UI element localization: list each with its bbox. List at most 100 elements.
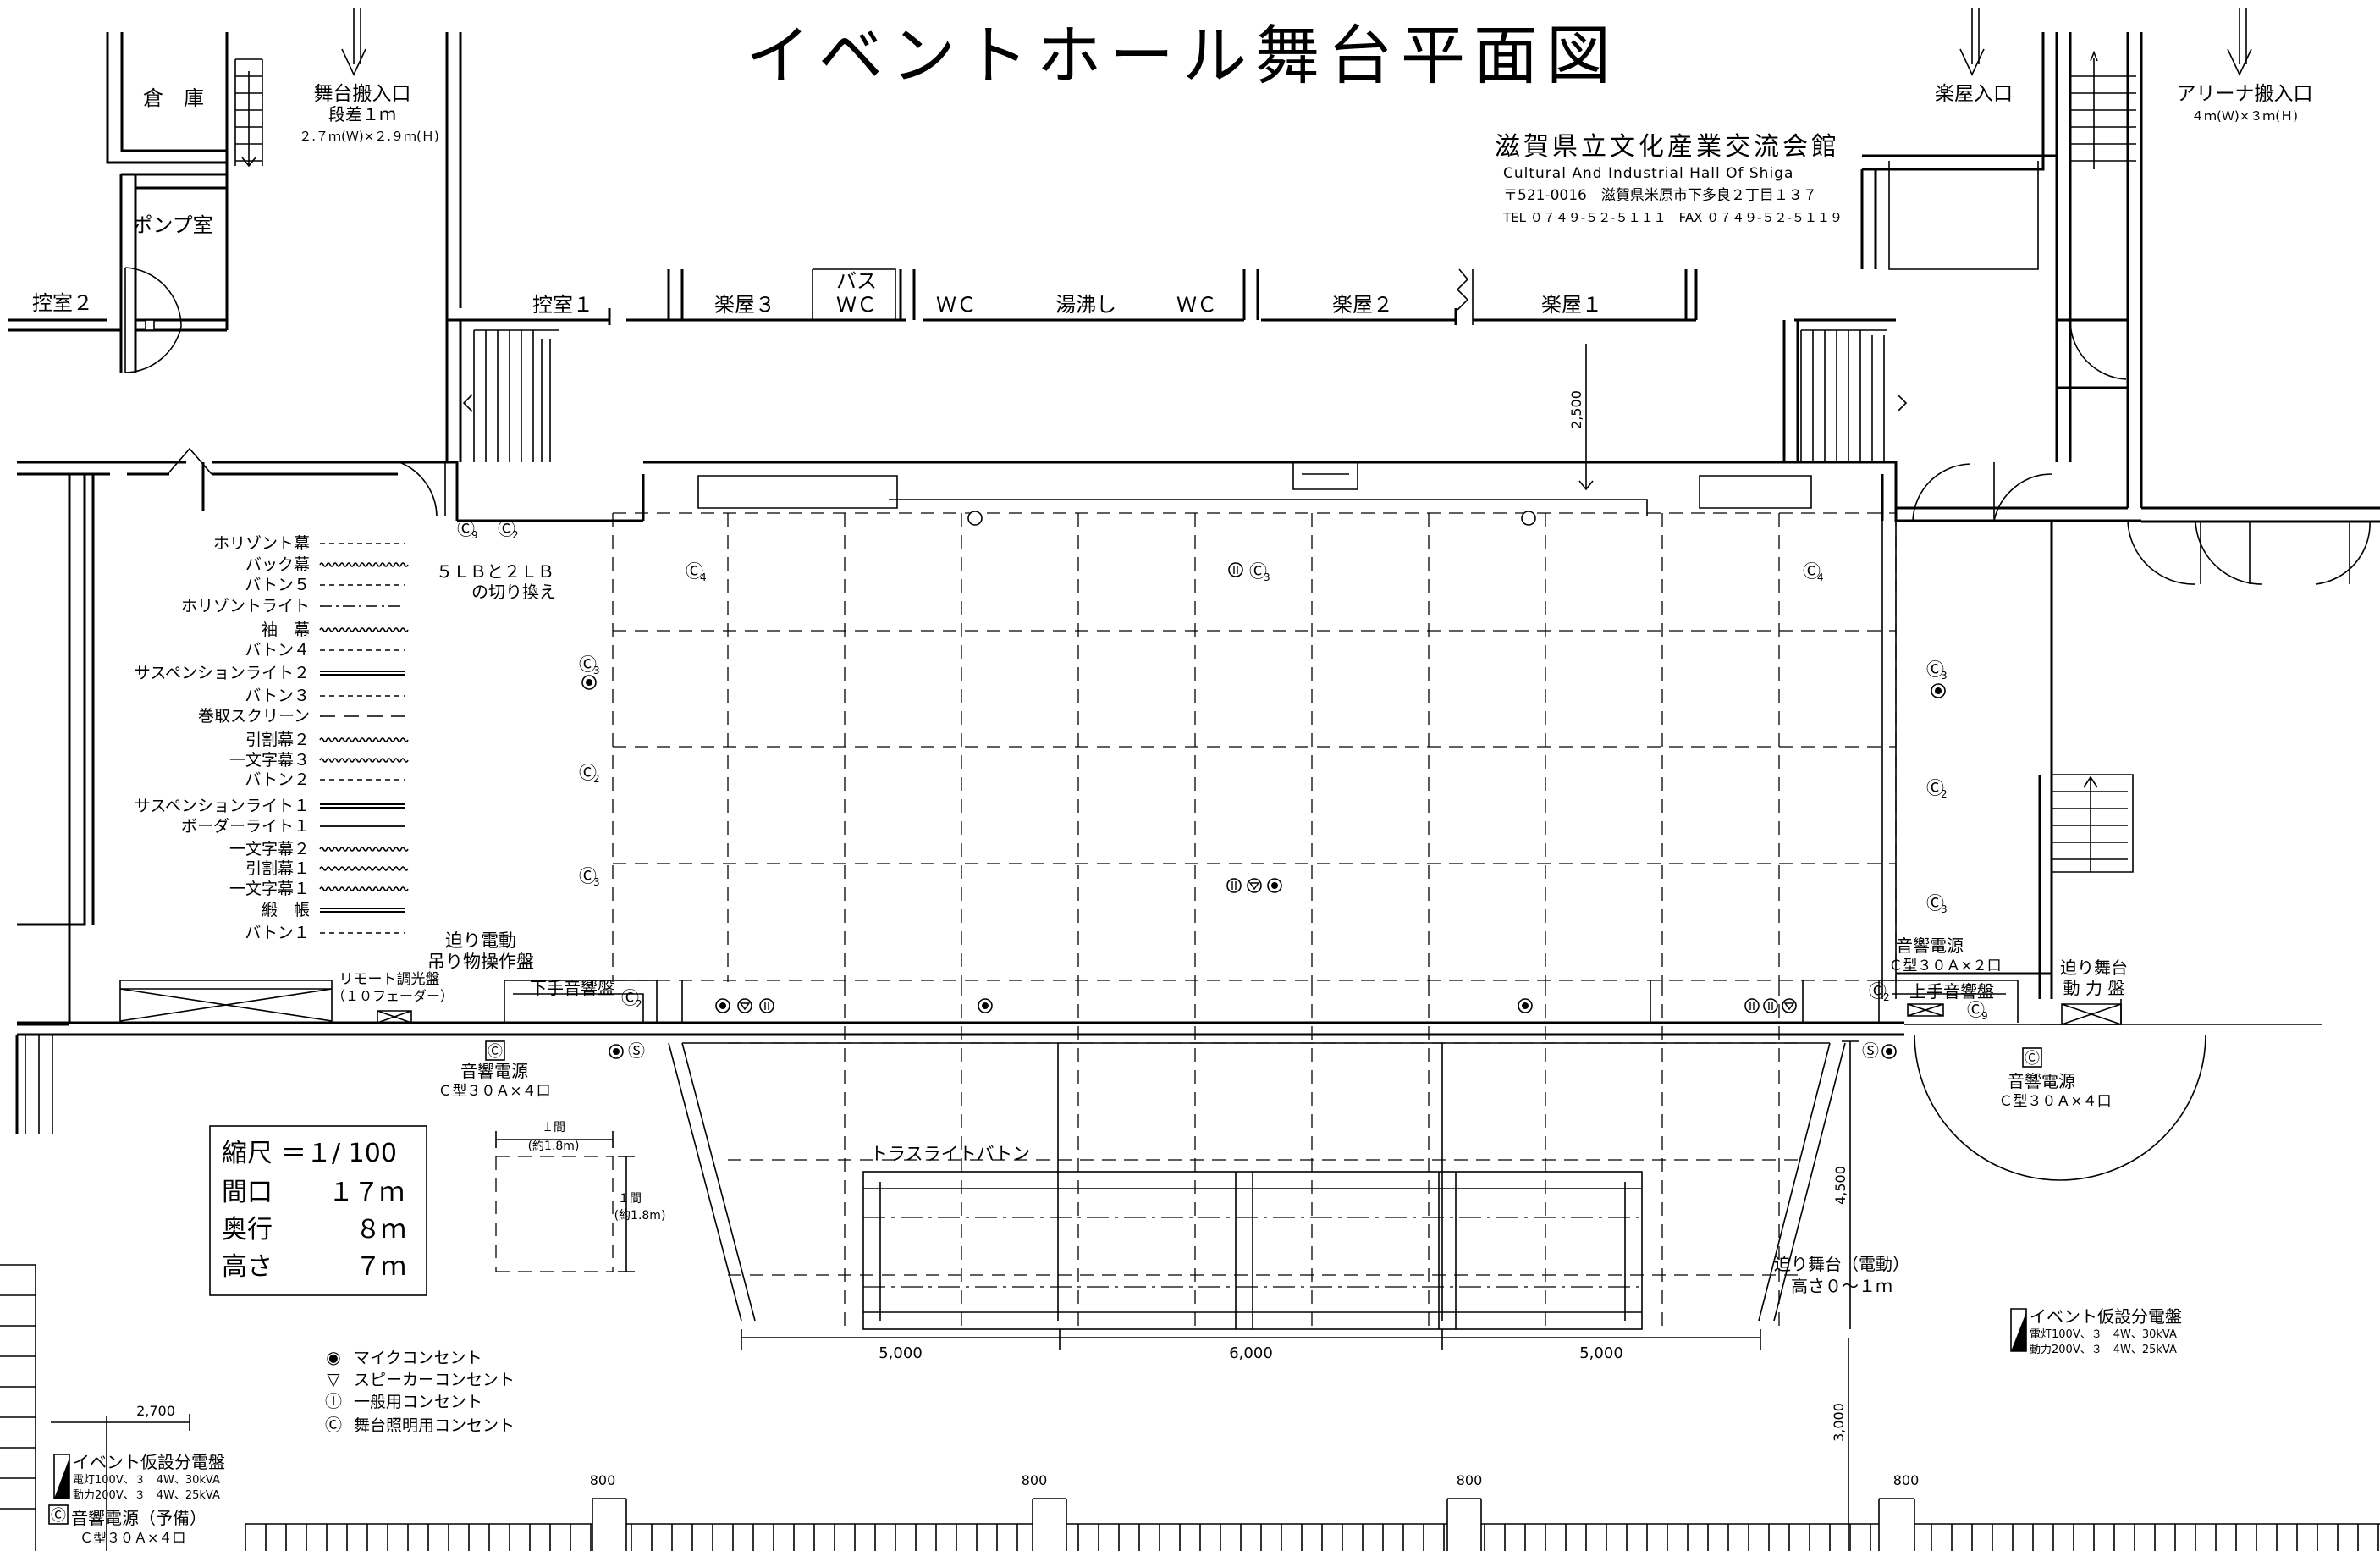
lighting-outlet-icon: Ⓒ2 [498, 519, 519, 541]
legend-wave-line [319, 737, 409, 742]
legend-item: ホリゾントライト [181, 597, 405, 615]
dim-5000-left: 5,000 [879, 1344, 923, 1362]
general-outlet-icon [1228, 562, 1243, 577]
general-outlet-icon [1763, 998, 1778, 1013]
room-bath: バス [836, 269, 877, 293]
legend-item: サスペンションライト２ [135, 664, 405, 682]
speaker-outlet-icon [1247, 878, 1262, 893]
svg-text:2: 2 [512, 529, 519, 541]
seri-control-label: 迫り電動 [445, 930, 516, 951]
spec-height-key: 高さ [222, 1252, 273, 1282]
svg-text:Ⓒ: Ⓒ [488, 1043, 503, 1061]
legend-label: 引割幕２ [245, 731, 310, 749]
dim-6000: 6,000 [1229, 1344, 1273, 1362]
lighting-outlet-icon: Ⓒ2 [579, 763, 600, 785]
legend-item: サスペンションライト１ [135, 797, 405, 815]
legend-item: 一文字幕１ [229, 880, 409, 898]
sound-power-spare-spec: Ｃ型３０Ａ×４口 [80, 1530, 185, 1546]
legend-label: 巻取スクリーン [198, 707, 310, 726]
sound-power-right-spec: Ｃ型３０Ａ×２口 [1888, 958, 2001, 974]
legend-item: バトン３ [245, 687, 405, 705]
spec-width-key: 間口 [222, 1178, 273, 1207]
arrow-down-icon [341, 8, 366, 76]
svg-text:Ⓢ: Ⓢ [1862, 1040, 1879, 1061]
svg-text:2: 2 [636, 998, 642, 1010]
legend-label: バック幕 [245, 555, 310, 574]
spec-depth-key: 奥行 [222, 1215, 273, 1245]
spec-scale-val: ＝１/ 100 [281, 1139, 397, 1168]
kamite-sound-board: 上手音響盤 [1909, 981, 1994, 1002]
truss-light-baton [862, 1171, 1643, 1330]
legend-item: 引割幕２ [245, 731, 409, 749]
legend-wave-line [319, 562, 409, 567]
stage-load-step: 段差１ｍ [328, 104, 396, 124]
general-outlet-icon [1226, 878, 1242, 893]
sound-power-left-spec: Ｃ型３０Ａ×４口 [438, 1083, 550, 1100]
room-yuwakashi: 湯沸し [1055, 293, 1116, 317]
svg-text:4: 4 [1817, 571, 1824, 583]
dim-800-b: 800 [1022, 1472, 1048, 1488]
legend-label: バトン３ [245, 687, 310, 705]
symbol-legend-label: 一般用コンセント [354, 1393, 482, 1411]
svg-text:2: 2 [1883, 991, 1890, 1003]
room-pump: ポンプ室 [132, 213, 212, 237]
spec-depth-val: ８ｍ [355, 1215, 406, 1245]
right-top-block [1860, 32, 2380, 523]
legend-item: バトン５ [245, 576, 405, 594]
legend-item: 一文字幕３ [229, 751, 409, 770]
lighting-outlet-icon: Ⓒ2 [1926, 778, 1948, 800]
lighting-outlet-icon: Ⓒ2 [621, 988, 642, 1010]
venue-address: 〒521-0016 滋賀県米原市下多良２丁目１３７ [1503, 187, 1817, 204]
sound-power-right-label: 音響電源 [1896, 936, 1964, 956]
spec-width-val: １７ｍ [328, 1178, 405, 1207]
symbol-legend-item: ▽スピーカーコンセント [327, 1369, 515, 1389]
mic-outlet-icon [715, 998, 730, 1013]
remote-dimmer-label: リモート調光盤 [339, 971, 440, 988]
mic-outlet-icon [978, 998, 993, 1013]
backstage-walls [445, 32, 1908, 491]
dim-3000: 3,000 [1831, 1403, 1847, 1442]
circle-c-icon: Ⓒ [485, 1040, 505, 1061]
event-panel-right-l1: 電灯100V、３ 4W、30kVA [2030, 1328, 2177, 1341]
legend-item: バトン１ [245, 924, 405, 942]
lighting-outlet-icon: Ⓒ3 [1926, 660, 1948, 682]
legend-label: 一文字幕１ [229, 880, 310, 898]
svg-text:Ⓒ: Ⓒ [621, 988, 639, 1008]
legend-label: 引割幕１ [245, 859, 310, 878]
arrow-down-icon [1959, 8, 1985, 76]
svg-text:Ⓒ: Ⓒ [686, 561, 703, 582]
arena-load-entrance: アリーナ搬入口 [2177, 83, 2313, 105]
dimension-lines [741, 1040, 1859, 1350]
seri-control-label-2: 吊り物操作盤 [427, 952, 534, 972]
lb-switch-label: ５ＬＢと２ＬＢ [436, 561, 554, 582]
plan-title: イベントホール舞台平面図 [746, 18, 1619, 93]
svg-text:Ⓒ: Ⓒ [579, 654, 597, 675]
arena-door-swing [1914, 1034, 2206, 1181]
legend-item: 引割幕１ [245, 859, 409, 878]
svg-text:Ⓒ: Ⓒ [1803, 561, 1821, 582]
svg-text:3: 3 [593, 665, 600, 676]
seri-power-label: 迫り舞台 [2060, 958, 2128, 978]
venue-name: 滋賀県立文化産業交流会館 [1495, 132, 1840, 162]
s-outlet-icon: Ⓢ [1862, 1040, 1879, 1061]
legend-label: ボーダーライト１ [181, 817, 310, 836]
legend-label: 一文字幕２ [229, 840, 310, 858]
svg-text:4: 4 [700, 571, 707, 583]
venue-name-en: Cultural And Industrial Hall Of Shiga [1503, 165, 1793, 182]
mic-outlet-icon [581, 675, 597, 690]
svg-text:Ⓒ: Ⓒ [579, 763, 597, 783]
lighting-outlet-icon: Ⓒ9 [1967, 1000, 1988, 1022]
spec-box: 縮尺 ＝１/ 100 間口 １７ｍ 奥行 ８ｍ 高さ ７ｍ [209, 1125, 427, 1296]
symbol-legend-label: スピーカーコンセント [354, 1371, 515, 1389]
svg-text:Ⓒ: Ⓒ [1967, 1000, 1985, 1020]
shimote-sound-board: 下手音響盤 [530, 978, 614, 998]
dim-2500: 2,500 [1568, 390, 1584, 429]
symbol-legend-glyph: ◉ [326, 1347, 340, 1367]
svg-text:3: 3 [1941, 670, 1948, 682]
room-bath-wc: ＷＣ [836, 293, 877, 317]
lighting-outlet-icon: Ⓒ2 [1869, 981, 1890, 1003]
grid-height-sub: (約1.8m) [614, 1209, 666, 1223]
event-panel-right-label: イベント仮設分電盤 [2030, 1306, 2182, 1327]
